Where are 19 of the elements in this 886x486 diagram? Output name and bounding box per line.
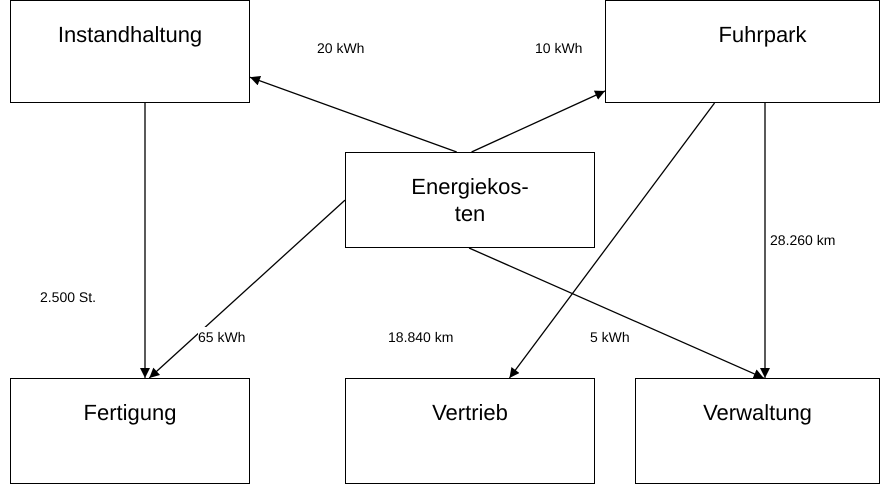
- process-box: [345, 152, 595, 248]
- box-label: Verwaltung: [703, 399, 812, 426]
- box-label: Fuhrpark: [718, 21, 807, 48]
- box-label: Vertrieb: [432, 399, 508, 426]
- arrow: [508, 102, 716, 378]
- process-box: [635, 378, 880, 484]
- process-box: [345, 378, 595, 484]
- process-box: [10, 378, 250, 484]
- box-label: Fertigung: [84, 399, 176, 426]
- box-label: Instandhaltung: [58, 21, 202, 48]
- arrow: [140, 103, 150, 378]
- arrow: [760, 103, 770, 378]
- arrow: [250, 76, 457, 153]
- process-box: [10, 0, 250, 103]
- box-label: Energiekos- ten: [410, 172, 530, 228]
- arrow: [471, 90, 606, 153]
- arrow: [148, 200, 346, 378]
- arrow: [468, 247, 764, 379]
- process-box: [605, 0, 880, 103]
